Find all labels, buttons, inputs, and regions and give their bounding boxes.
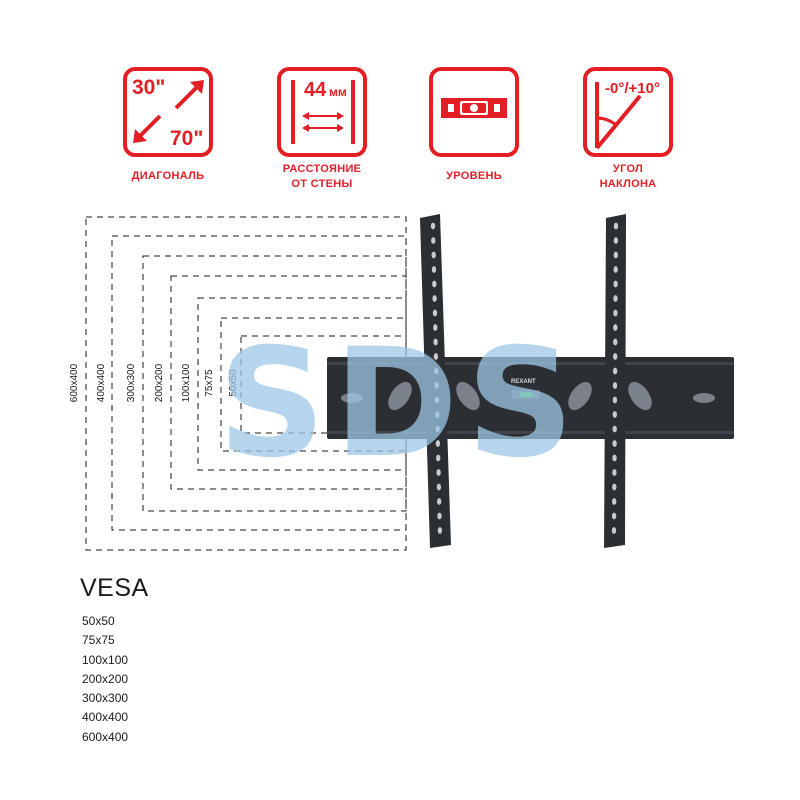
arm-mount-hole [612, 483, 617, 491]
wall-distance-caption: РАССТОЯНИЕ ОТ СТЕНЫ [282, 163, 362, 190]
bubble-level [519, 392, 533, 397]
tilt-angle-caption: УГОЛ НАКЛОНА [599, 163, 657, 190]
vesa-list: 50x50 75x75 100x100 200x200 300x300 400x400 60… [82, 612, 128, 747]
arm-mount-hole [431, 266, 437, 273]
level-icon [429, 67, 519, 157]
arm-mount-hole [430, 222, 436, 230]
arm-mount-hole [612, 454, 617, 462]
arm-mount-hole [613, 309, 618, 317]
vesa-frame-label: 50x50 [228, 369, 239, 397]
level-caption: УРОВЕНЬ [446, 170, 502, 182]
brand-logo: REXANT [511, 379, 536, 385]
arm-mount-hole [436, 454, 441, 462]
vesa-frame-75x75 [220, 317, 407, 452]
diagonal-min-label: 30" [132, 76, 165, 99]
arm-mount-hole [612, 396, 618, 404]
bracket-arm-left [420, 214, 451, 548]
arm-mount-hole [434, 367, 439, 375]
vesa-frame-label: 600x400 [69, 363, 80, 402]
arm-mount-hole [437, 527, 443, 534]
vesa-frame-label: 200x200 [154, 363, 165, 402]
arm-mount-hole [613, 324, 618, 331]
arm-mount-hole [431, 251, 436, 259]
arm-mount-hole [437, 498, 442, 505]
vesa-list-item: 75x75 [82, 633, 115, 648]
arm-mount-hole [613, 295, 618, 302]
arm-mount-hole [611, 512, 617, 520]
arm-mount-hole [613, 237, 619, 244]
arm-mount-hole [613, 353, 618, 360]
arm-mount-hole [432, 309, 438, 317]
arm-mount-hole [437, 512, 442, 520]
watermark: SDS [218, 317, 583, 491]
diagonal-caption: ДИАГОНАЛЬ [131, 170, 205, 182]
tilt-angle-value: -0°/+10° [605, 80, 660, 97]
arm-mount-hole [432, 295, 437, 302]
vesa-title: VESA [80, 574, 149, 602]
vesa-list-item: 400x400 [82, 710, 129, 725]
arm-mount-hole [612, 411, 617, 418]
arm-mount-hole [613, 338, 618, 346]
vesa-frame-label: 100x100 [181, 363, 192, 402]
arm-mount-hole [435, 411, 440, 418]
arm-mount-hole [433, 338, 438, 346]
vesa-frame-label: 300x300 [126, 363, 137, 402]
arm-mount-hole [436, 469, 441, 476]
bracket-arm-right [604, 214, 626, 548]
vesa-list-item: 600x400 [82, 729, 129, 744]
arm-mount-hole [612, 498, 617, 505]
arm-mount-hole [612, 469, 617, 476]
arm-mount-hole [613, 266, 618, 273]
arm-mount-hole [613, 222, 619, 230]
arm-mount-hole [612, 425, 617, 433]
arm-mount-hole [434, 382, 439, 389]
vesa-list-item: 100x100 [82, 652, 129, 667]
arm-mount-hole [435, 440, 441, 447]
vesa-list-item: 50x50 [82, 614, 115, 628]
arm-mount-hole [431, 237, 436, 244]
arm-mount-hole [612, 367, 618, 375]
wall-distance-icon: 44 мм [277, 67, 367, 157]
arm-mount-hole [434, 396, 440, 404]
arm-mount-hole [435, 425, 440, 433]
vesa-frame-label: 400x400 [96, 363, 107, 402]
vesa-frame-label: 75x75 [204, 369, 215, 397]
vesa-list-item: 300x300 [82, 691, 129, 706]
arm-mount-hole [613, 251, 618, 259]
diagonal-icon: 30" 70" [123, 67, 213, 157]
arm-mount-hole [611, 527, 617, 534]
wall-distance-unit: мм [329, 85, 347, 99]
arm-mount-hole [612, 440, 617, 447]
wall-distance-value: 44 [304, 79, 327, 101]
arm-mount-hole [613, 280, 618, 288]
bracket-illustration: 600x400 400x400 300x300 200x200 100x100 75x75… [69, 214, 734, 551]
vesa-list-item: 200x200 [82, 671, 129, 686]
arm-mount-hole [612, 382, 618, 389]
vesa-frame-100x100 [197, 297, 407, 471]
arm-mount-hole [432, 280, 437, 288]
tilt-angle-icon: -0°/+10° [583, 67, 673, 157]
arm-mount-hole [436, 483, 442, 491]
arm-mount-hole [433, 353, 439, 360]
arm-mount-hole [433, 324, 438, 331]
diagonal-max-label: 70" [170, 127, 203, 150]
